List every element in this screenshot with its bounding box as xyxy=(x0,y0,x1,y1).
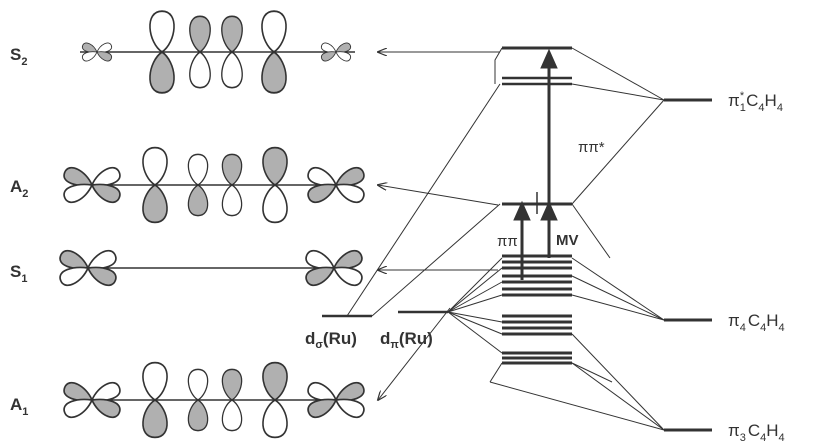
state-label-s2: S2 xyxy=(10,45,27,68)
state-label-s1: S1 xyxy=(10,262,27,285)
svg-text:S1: S1 xyxy=(10,262,27,285)
state-label-a2: A2 xyxy=(10,177,28,200)
pipi-star-label: ππ* xyxy=(578,139,605,156)
assignment-arrows xyxy=(378,52,500,400)
d-pi-label: dπ(Ru) xyxy=(380,329,433,351)
svg-text:A1: A1 xyxy=(10,395,28,418)
complex-levels xyxy=(502,46,572,365)
orbital-a2 xyxy=(63,146,365,224)
orbital-a1 xyxy=(63,361,365,439)
orbital-s2 xyxy=(80,10,355,94)
orbital-s1 xyxy=(59,249,363,287)
correlation-lines xyxy=(322,47,665,431)
arrow-to-a1 xyxy=(378,307,451,400)
state-label-a1: A1 xyxy=(10,395,28,418)
transition-arrows xyxy=(513,48,558,280)
pi1-star-label: π1*C4H4 xyxy=(728,90,783,114)
pipi-label: ππ xyxy=(497,233,518,250)
fragment-levels xyxy=(664,98,712,432)
svg-text:A2: A2 xyxy=(10,177,28,200)
mv-label: MV xyxy=(556,232,579,249)
arrow-to-a2 xyxy=(378,185,499,206)
svg-text:S2: S2 xyxy=(10,45,27,68)
d-sigma-label: dσ(Ru) xyxy=(305,329,357,351)
